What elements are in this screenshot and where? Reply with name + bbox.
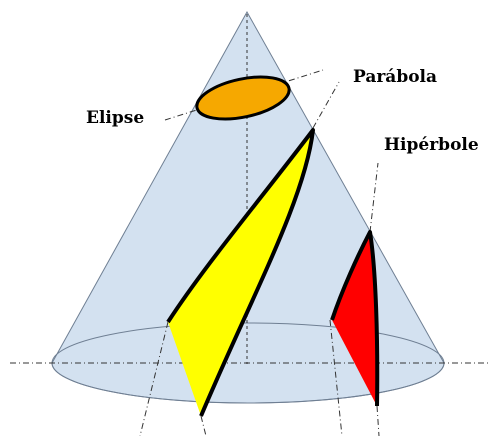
label-ellipse: Elipse (86, 108, 144, 128)
hyperbola-section-outline (330, 230, 380, 407)
parabola-section-outline (166, 128, 315, 417)
parabola-plane-guide-top (312, 81, 340, 129)
parabola-plane-guide-bottom (200, 415, 207, 436)
parabola-section (168, 130, 313, 416)
label-hyperbola: Hipérbole (384, 135, 479, 155)
hyperbola-plane-guide-bottom (376, 405, 380, 436)
hyperbola-section (332, 232, 378, 406)
label-parabola: Parábola (353, 67, 437, 87)
hyperbola-plane-guide-top (369, 162, 379, 233)
ellipse-section (195, 75, 291, 121)
